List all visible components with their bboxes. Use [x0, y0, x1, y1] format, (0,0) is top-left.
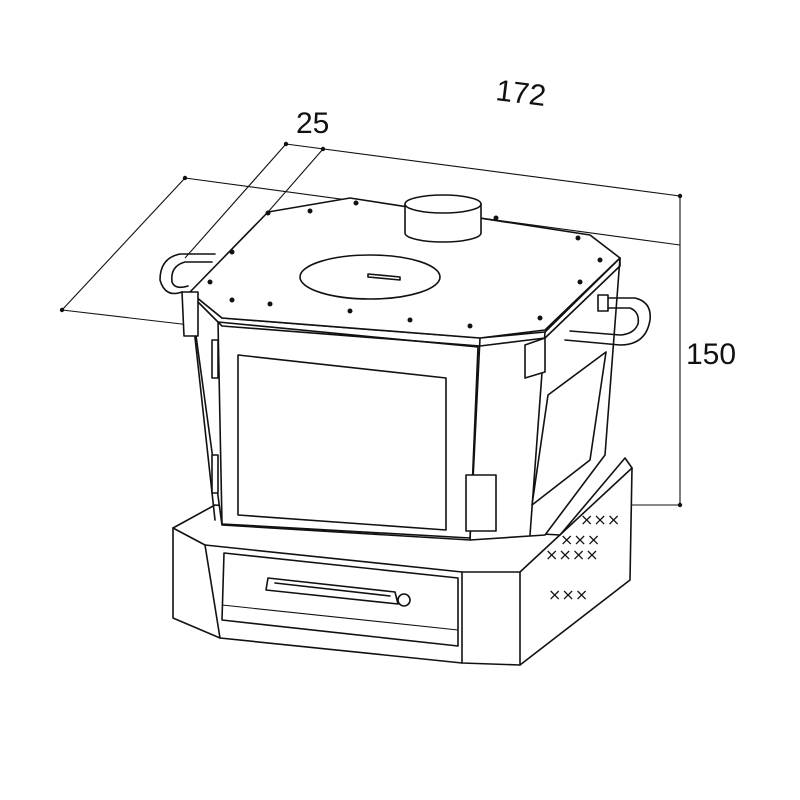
depth-extension-line — [61, 309, 191, 326]
stove-body — [189, 257, 621, 541]
top-width-dimension-line — [285, 143, 681, 197]
stove-top — [189, 194, 621, 347]
width-dimension-label: 172 — [494, 74, 548, 113]
ash-drawer[interactable] — [221, 552, 459, 647]
handle-bar[interactable] — [265, 577, 399, 605]
handle-grip-line — [274, 582, 391, 597]
dimension-dot — [283, 141, 289, 147]
door-hinge — [211, 339, 219, 379]
right-handle-outer — [564, 297, 652, 346]
offset-dimension-label: 25 — [296, 107, 329, 140]
left-carry-handle[interactable] — [159, 253, 216, 337]
depth-dimension-line — [61, 177, 186, 311]
door-hinge — [211, 454, 219, 494]
drawer-line — [221, 604, 459, 631]
vent-grille: ⨯⨯⨯⨯ ⨯⨯⨯ ⨯⨯⨯ ⨯⨯⨯ — [545, 512, 620, 604]
right-carry-handle[interactable] — [564, 294, 652, 346]
side-bracket — [524, 337, 546, 379]
drawer-handle[interactable] — [265, 577, 411, 607]
flue-collar — [404, 194, 482, 243]
dimension-dot — [59, 307, 65, 313]
dimension-dot — [320, 146, 326, 152]
flue-top — [404, 194, 482, 214]
left-handle-inner — [170, 261, 213, 289]
right-handle-mount — [597, 294, 609, 312]
handle-knob — [397, 593, 411, 607]
dimension-dot — [182, 175, 188, 181]
side-window — [531, 351, 607, 506]
base-corner-edge — [204, 544, 221, 639]
height-dimension-label: 150 — [686, 338, 736, 371]
right-handle-inner — [569, 307, 640, 336]
offset-extension-line-1 — [184, 143, 287, 259]
dimension-dot — [677, 502, 683, 508]
hob-slot — [367, 273, 401, 281]
vent-cross-icon: ⨯⨯⨯⨯ — [545, 547, 599, 564]
stove-base: ⨯⨯⨯⨯ ⨯⨯⨯ ⨯⨯⨯ ⨯⨯⨯ — [172, 457, 633, 666]
vent-cross-icon: ⨯⨯⨯ — [580, 512, 620, 529]
vent-cross-icon: ⨯⨯⨯ — [548, 587, 588, 604]
flue-body — [404, 203, 482, 243]
left-handle-outer — [159, 253, 216, 295]
left-handle-bracket — [181, 291, 199, 337]
top-bolts — [207, 200, 603, 329]
vent-cross-icon: ⨯⨯⨯ — [560, 532, 600, 549]
door-glass — [237, 354, 447, 531]
door-latch[interactable] — [465, 474, 497, 532]
dimension-dot — [677, 193, 683, 199]
